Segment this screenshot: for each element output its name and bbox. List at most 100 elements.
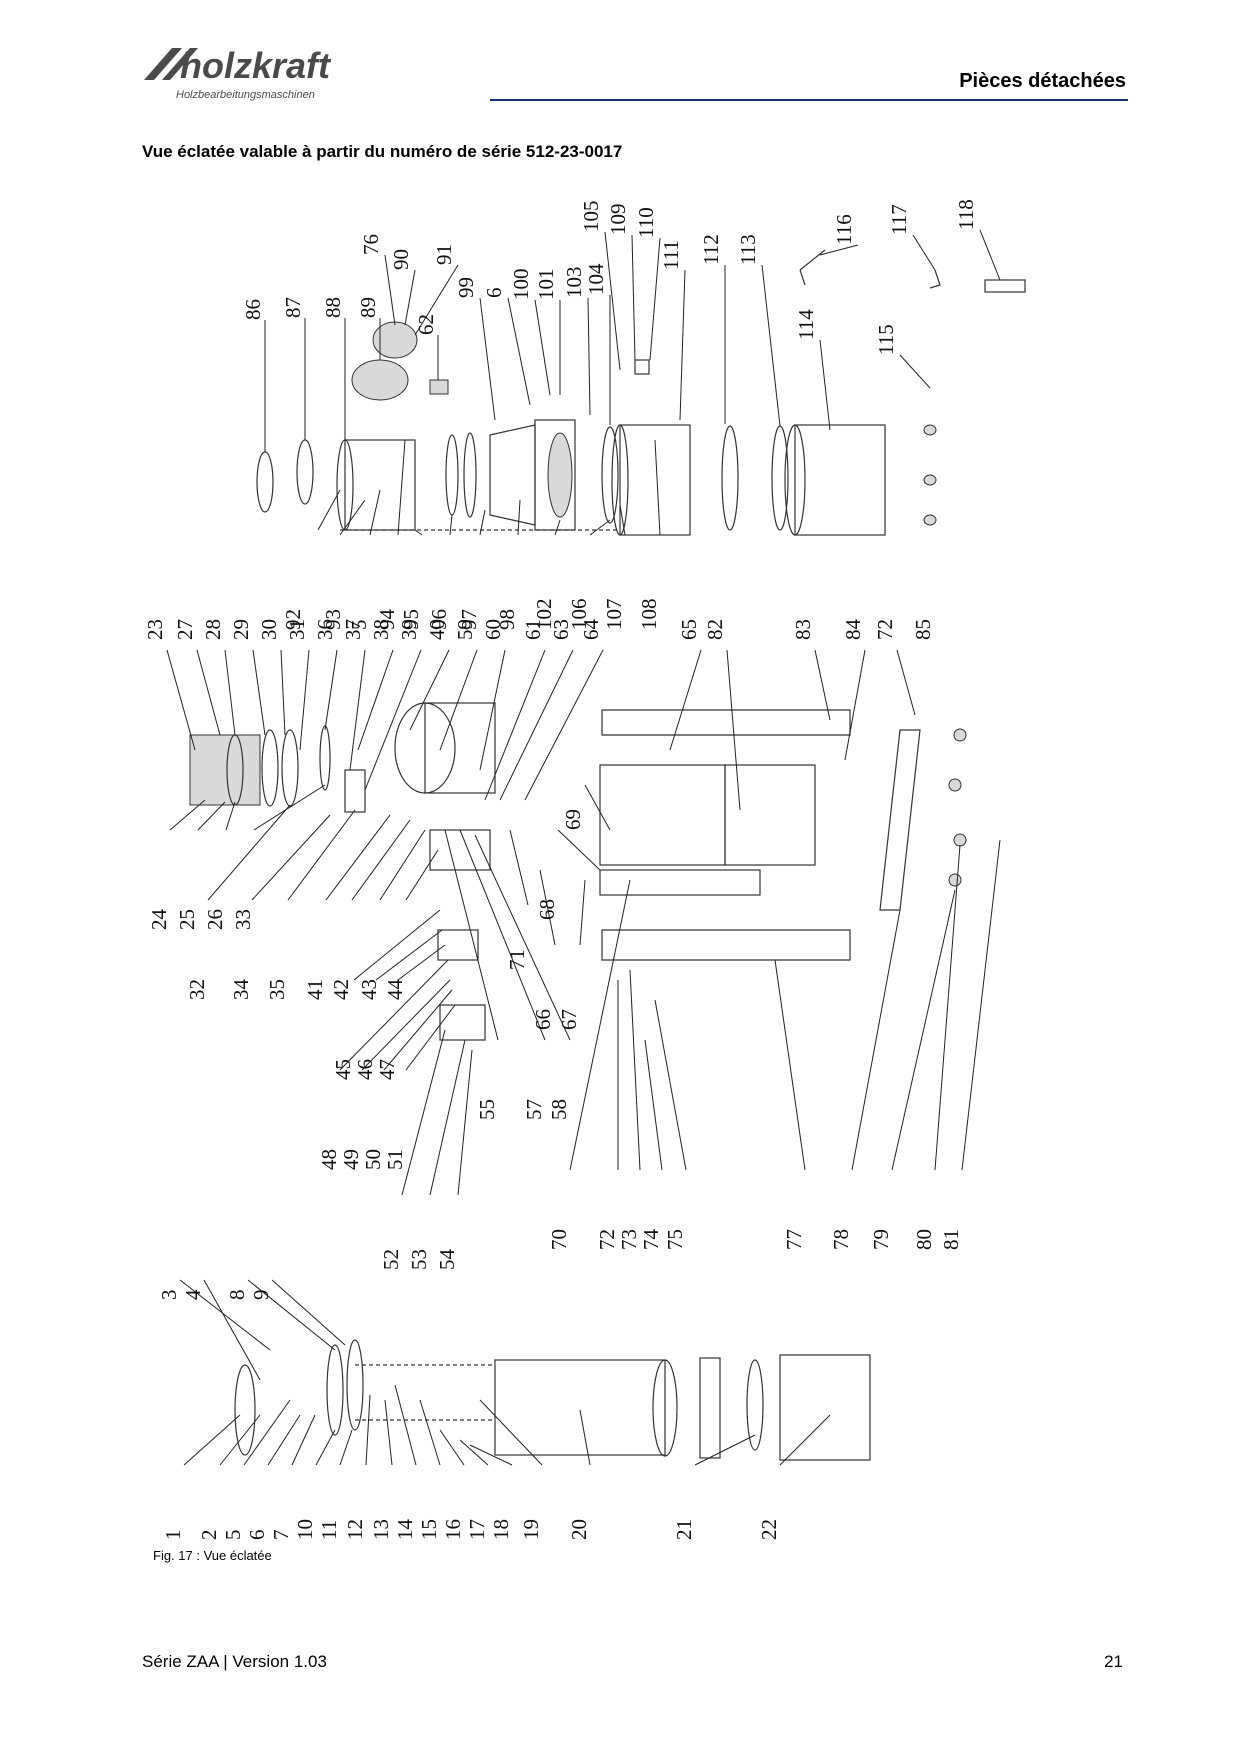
part-number-label: 44 (383, 979, 407, 1001)
part-number-label: 41 (303, 979, 327, 1000)
part-number-label: 26 (203, 909, 227, 930)
page-subtitle: Vue éclatée valable à partir du numéro d… (142, 142, 623, 161)
part-number-label: 93 (321, 609, 345, 630)
part-number-label: 98 (495, 609, 519, 630)
part-number-label: 82 (703, 619, 727, 640)
part-number-label: 7 (269, 1530, 293, 1541)
figure-caption: Fig. 17 : Vue éclatée (153, 1548, 272, 1563)
part-number-label: 5 (221, 1530, 245, 1541)
upper-labels: 86 87 88 89 76 90 91 62 99 6 100 101 103 (241, 199, 1001, 631)
part-number-label: 67 (557, 1009, 581, 1030)
part-number-label: 6 (482, 288, 506, 299)
part-number-label: 70 (547, 1229, 571, 1250)
part-number-label: 117 (887, 204, 911, 235)
part-number-label: 118 (954, 199, 978, 230)
part-number-label: 69 (561, 809, 585, 830)
part-number-label: 81 (939, 1229, 963, 1250)
part-number-label: 113 (736, 234, 760, 265)
part-number-label: 29 (229, 619, 253, 640)
part-number-label: 100 (509, 269, 533, 301)
part-number-label: 48 (317, 1149, 341, 1170)
part-number-label: 36 (313, 619, 337, 640)
part-number-label: 101 (534, 269, 558, 301)
part-number-label: 57 (522, 1099, 546, 1120)
part-number-label: 42 (329, 979, 353, 1000)
part-number-label: 61 (521, 619, 545, 640)
part-number-label: 110 (634, 207, 658, 238)
part-number-label: 114 (794, 309, 818, 340)
part-number-label: 49 (339, 1149, 363, 1170)
part-number-label: 75 (663, 1229, 687, 1250)
part-number-label: 71 (505, 949, 529, 970)
part-number-label: 16 (441, 1519, 465, 1540)
part-number-label: 60 (481, 619, 505, 640)
part-number-label: 18 (489, 1519, 513, 1540)
part-number-label: 63 (549, 619, 573, 640)
part-number-label: 30 (257, 619, 281, 640)
part-number-label: 107 (602, 599, 626, 631)
part-number-label: 4 (181, 1289, 205, 1300)
part-number-label: 45 (331, 1059, 355, 1080)
header-divider (490, 99, 1128, 101)
part-number-label: 25 (175, 909, 199, 930)
part-number-label: 19 (519, 1519, 543, 1540)
part-number-label: 68 (535, 899, 559, 920)
middle-assembly (189, 702, 967, 1041)
part-number-label: 104 (584, 263, 608, 295)
part-number-label: 47 (375, 1059, 399, 1080)
part-number-label: 50 (361, 1149, 385, 1170)
part-number-label: 35 (265, 979, 289, 1000)
part-number-label: 51 (383, 1149, 407, 1170)
part-number-label: 72 (873, 619, 897, 640)
part-number-label: 72 (595, 1229, 619, 1250)
part-number-label: 40 (425, 619, 449, 640)
part-number-label: 62 (414, 314, 438, 335)
part-number-label: 112 (699, 234, 723, 265)
part-number-label: 76 (359, 234, 383, 255)
brand-tagline: Holzbearbeitungsmaschinen (176, 89, 315, 101)
part-number-label: 15 (417, 1519, 441, 1540)
part-number-label: 79 (869, 1229, 893, 1250)
part-number-label: 105 (579, 201, 603, 233)
part-number-label: 109 (606, 204, 630, 236)
part-number-label: 108 (637, 599, 661, 631)
part-number-label: 111 (659, 240, 683, 270)
part-number-label: 92 (281, 609, 305, 630)
part-number-label: 84 (841, 619, 865, 641)
part-number-label: 27 (173, 619, 197, 640)
part-number-label: 91 (432, 244, 456, 265)
part-number-label: 90 (389, 249, 413, 270)
part-number-label: 83 (791, 619, 815, 640)
part-number-label: 80 (912, 1229, 936, 1250)
part-number-label: 20 (567, 1519, 591, 1540)
part-number-label: 28 (201, 619, 225, 640)
part-number-label: 32 (185, 979, 209, 1000)
part-number-label: 64 (579, 619, 603, 641)
part-number-label: 52 (379, 1249, 403, 1270)
part-number-label: 97 (457, 609, 481, 630)
part-number-label: 94 (375, 609, 399, 631)
part-number-label: 46 (353, 1059, 377, 1080)
part-number-label: 14 (393, 1519, 417, 1541)
part-number-label: 13 (369, 1519, 393, 1540)
part-number-label: 102 (532, 599, 556, 631)
part-number-label: 96 (427, 609, 451, 630)
part-number-label: 58 (547, 1099, 571, 1120)
middle-bottom-labels: 24 25 26 33 32 34 35 41 42 43 44 45 46 (147, 784, 1001, 1270)
section-title: Pièces détachées (959, 70, 1126, 92)
part-number-label: 115 (874, 324, 898, 355)
part-number-label: 106 (567, 599, 591, 631)
part-number-label: 95 (399, 609, 423, 630)
part-number-label: 33 (231, 909, 255, 930)
part-number-label: 99 (454, 277, 478, 298)
middle-top-labels: 23 27 28 29 30 31 36 37 38 39 40 59 60 (143, 619, 935, 811)
part-number-label: 116 (832, 214, 856, 245)
part-number-label: 22 (757, 1519, 781, 1540)
part-number-label: 86 (241, 299, 265, 320)
part-number-label: 85 (911, 619, 935, 640)
part-number-label: 8 (225, 1290, 249, 1301)
part-number-label: 2 (197, 1530, 221, 1541)
part-number-label: 21 (672, 1519, 696, 1540)
footer-series-version: Série ZAA | Version 1.03 (142, 1652, 327, 1671)
part-number-label: 5 (347, 620, 371, 631)
